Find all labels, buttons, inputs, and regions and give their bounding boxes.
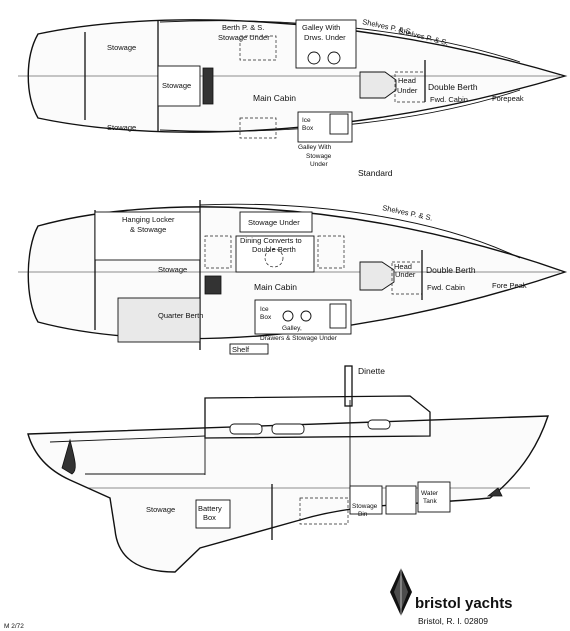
label-and-stowage: & Stowage — [130, 225, 166, 234]
plan-dinette: Hanging Locker & Stowage Stowage Under S… — [18, 200, 568, 376]
corner-note: M 2/72 — [4, 623, 24, 630]
label-stowage-bin-b: Bin — [358, 511, 368, 518]
label-ice: Ice — [302, 117, 311, 124]
label-shelf: Shelf — [232, 345, 250, 354]
label-dining-converts: Dining Converts to — [240, 236, 302, 245]
label-galley-with: Galley With — [302, 23, 340, 32]
label-double-berth-din: Double Berth — [426, 265, 476, 275]
label-stowage-under-din: Stowage Under — [248, 218, 300, 227]
caption-standard: Standard — [358, 168, 393, 178]
label-stowage-bin-a: Stowage — [352, 503, 378, 510]
brand-name: bristol yachts — [415, 595, 513, 612]
hull-profile — [27, 415, 549, 573]
label-drws-under: Drws. Under — [304, 33, 346, 42]
brand-address: Bristol, R. I. 02809 — [418, 616, 488, 626]
label-ice-din: Ice — [260, 306, 269, 313]
label-shelves-din: Shelves P. & S. — [382, 203, 434, 222]
label-under: Under — [397, 86, 418, 95]
label-stowage-mid: Stowage — [162, 81, 191, 90]
label-drawers: Drawers & Stowage Under — [260, 335, 338, 342]
mast-stub — [344, 365, 353, 407]
caption-dinette: Dinette — [358, 366, 385, 376]
plan-standard: Shelves P. & S. Shelves P. & S. Berth P.… — [18, 17, 568, 178]
brand-block: bristol yachts Bristol, R. I. 02809 — [390, 568, 513, 626]
label-galley-with2: Galley With — [298, 144, 332, 151]
label-galley-din: Galley, — [282, 325, 302, 332]
profile-view: Stowage Battery Box Stowage Bin Water Ta… — [27, 365, 549, 573]
label-stowage-aft: Stowage — [107, 123, 136, 132]
label-under-din: Under — [395, 270, 416, 279]
label-main-cabin: Main Cabin — [253, 93, 296, 103]
label-fwd-cabin-din: Fwd. Cabin — [427, 283, 465, 292]
label-tank: Tank — [423, 498, 437, 505]
label-stowage-fwd: Stowage — [107, 43, 136, 52]
label-box: Box — [302, 125, 314, 132]
label-forepeak: Forepeak — [492, 94, 524, 103]
label-stowage-under: Stowage Under — [218, 33, 270, 42]
label-stowage-din: Stowage — [158, 265, 187, 274]
label-under2: Under — [310, 161, 329, 168]
label-berth-ps: Berth P. & S. — [222, 23, 264, 32]
label-water: Water — [421, 490, 439, 497]
label-main-cabin-din: Main Cabin — [254, 282, 297, 292]
label-double-berth: Double Berth — [428, 82, 478, 92]
label-fore-peak: Fore Peak — [492, 281, 527, 290]
bristol-yachts-logo — [390, 568, 412, 616]
label-head: Head — [398, 76, 416, 85]
label-head-din: Head — [394, 262, 412, 271]
label-double-berth-a: Double Berth — [252, 245, 296, 254]
label-battery: Battery — [198, 504, 222, 513]
label-stowage-profile: Stowage — [146, 505, 175, 514]
label-stowage2: Stowage — [306, 153, 332, 160]
label-fwd-cabin: Fwd. Cabin — [430, 95, 468, 104]
label-hanging-locker: Hanging Locker — [122, 215, 175, 224]
label-battery-box: Box — [203, 513, 216, 522]
label-box-din: Box — [260, 314, 272, 321]
label-quarter-berth: Quarter Berth — [158, 311, 203, 320]
